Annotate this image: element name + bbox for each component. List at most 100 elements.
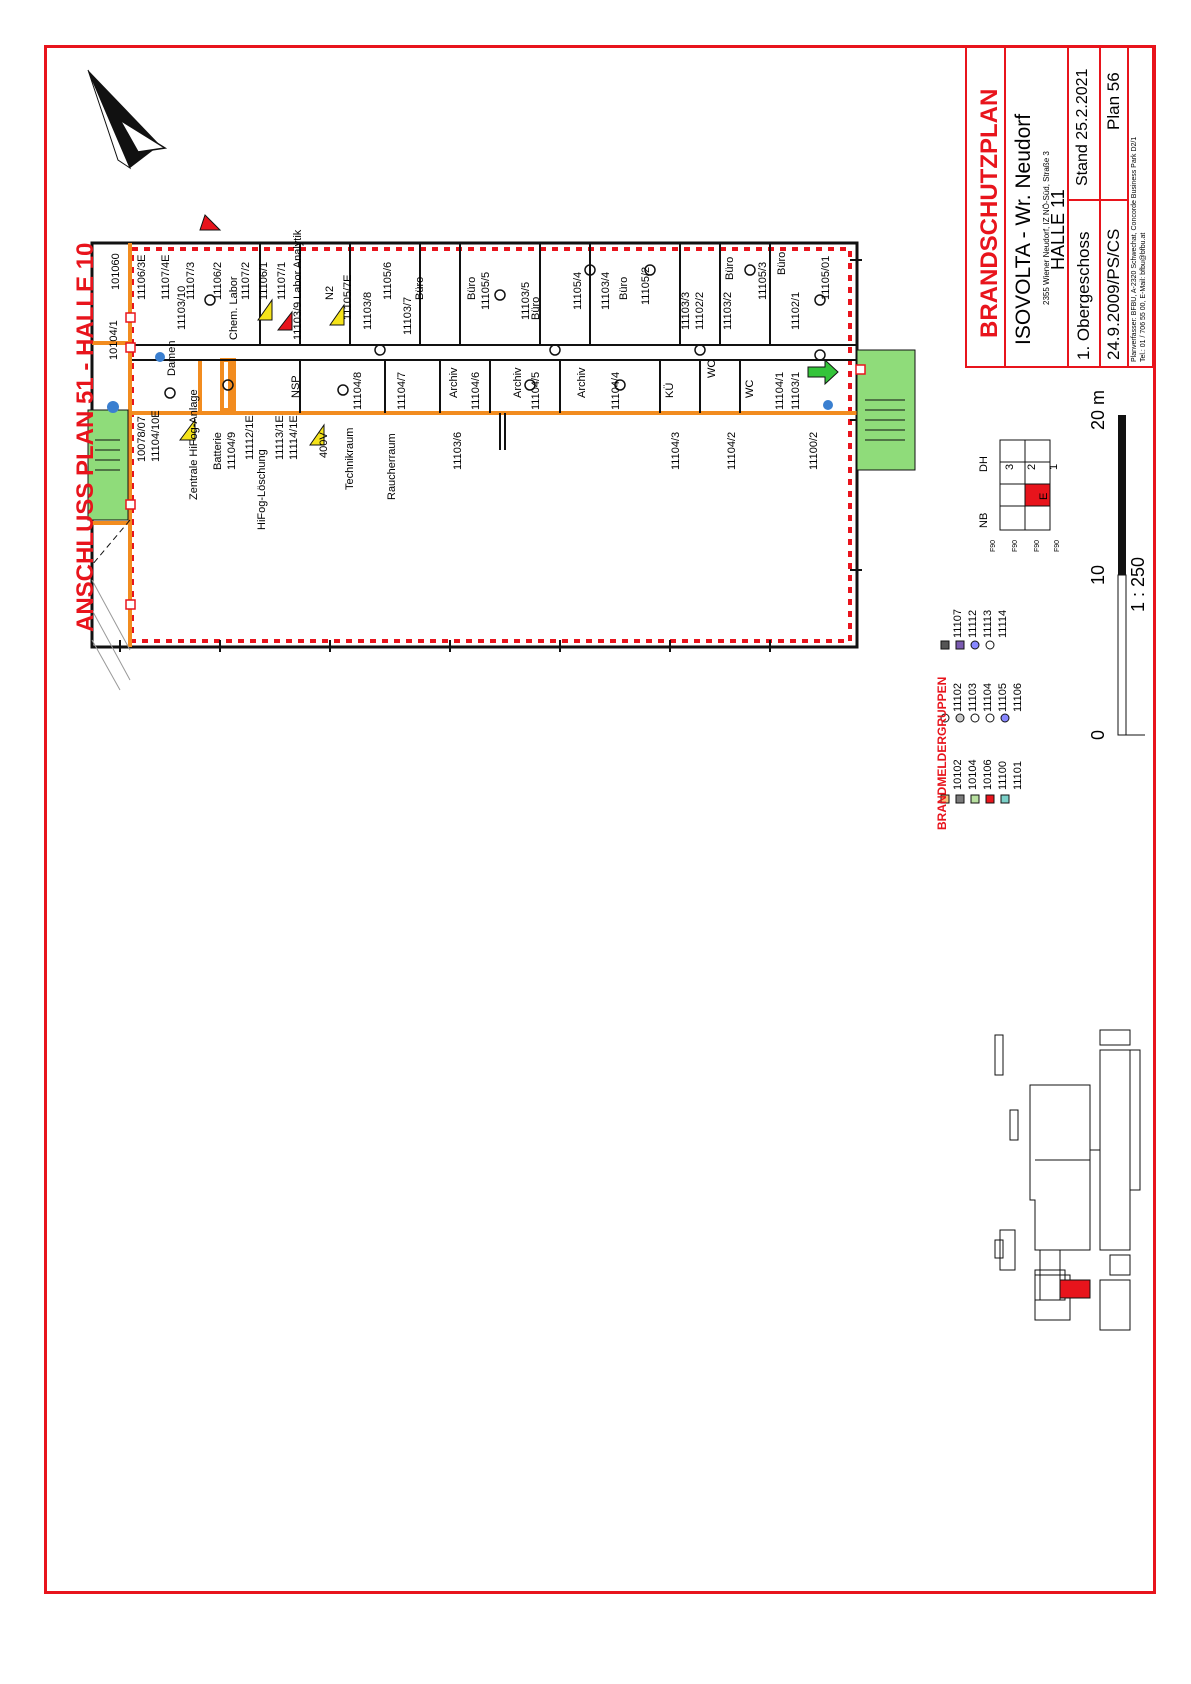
room-label: 11105/3: [757, 261, 769, 300]
brandmelder-title: BRANDMELDERGRUPPEN: [935, 676, 949, 830]
room-label: Archiv: [576, 367, 588, 398]
room-label: 11107/1: [276, 261, 288, 300]
brandmelder-item: 11112: [967, 609, 979, 638]
room-label: 11103/9 Labor Analytik: [292, 229, 304, 340]
brandmelder-item: 10104: [967, 759, 979, 790]
detector-blue-icon: [107, 352, 833, 413]
plan-date-ref: 24.9.2009/PS/CS: [1104, 228, 1123, 360]
smoke-detector-icon: [164, 264, 826, 399]
room-label: Zentrale HiFog-Anlage: [188, 389, 200, 500]
brandmelder-item: 10102: [952, 759, 964, 790]
room-label: Batterie: [212, 432, 224, 470]
brandmelder-item: 11103: [967, 683, 979, 712]
room-label: 400V: [318, 432, 330, 458]
scale-tick-10: 10: [1088, 564, 1108, 585]
room-label: 10078/07: [136, 416, 148, 462]
room-label: 11104/5: [530, 371, 542, 410]
room-label: 11107/3: [185, 261, 197, 300]
room-label: 11104/10E: [150, 410, 162, 462]
brandmelder-item: 11105: [997, 683, 1009, 712]
stair-icon: [87, 349, 916, 521]
room-label: Büro: [776, 251, 788, 275]
room-label: 10104/1: [108, 320, 120, 360]
plan-type-title: BRANDSCHUTZPLAN: [976, 88, 1003, 338]
room-label: Damen: [166, 340, 178, 376]
room-label: 11106/1: [258, 261, 270, 300]
floor-legend-dh-3: 3: [1004, 463, 1016, 470]
floor-legend-f90-1: F90: [990, 539, 997, 552]
floor-legend-dh-2: 2: [1026, 463, 1038, 470]
title-block-frame: [965, 46, 1154, 368]
room-label: Büro: [530, 296, 542, 320]
scale-tick-0: 0: [1088, 729, 1108, 740]
room-label: Büro: [618, 276, 630, 300]
room-label: Raucherraum: [386, 433, 398, 500]
room-label: 11100/2: [808, 431, 820, 470]
stand-date: Stand 25.2.2021: [1074, 68, 1091, 186]
room-label: Archiv: [448, 367, 460, 398]
brandmelder-item: 10106: [982, 759, 994, 790]
brandmelder-item: 11107: [952, 609, 964, 638]
north-arrow-icon: [87, 69, 168, 170]
room-label: Archiv: [512, 367, 524, 398]
room-label: N2: [324, 285, 336, 300]
plan-number: Plan 56: [1104, 72, 1123, 130]
floor-name: 1. Obergeschoss: [1074, 231, 1093, 360]
room-label: 11103/2: [722, 291, 734, 330]
exit-arrow-icon: [807, 358, 839, 386]
room-label: 11104/1: [774, 371, 786, 410]
floor-legend: [999, 439, 1051, 531]
brandmelder-item: 11101: [1012, 761, 1024, 790]
building-outline: [90, 241, 862, 691]
planverfasser-line-2: Tel.: 01 / 706 55 00, E-Mail: bfbu@bfbu.…: [1140, 232, 1147, 362]
site-overview-map: [994, 1029, 1141, 1331]
room-label: 11105/6: [382, 261, 394, 300]
room-label: 11103/7: [402, 296, 414, 335]
room-label: Chem. Labor: [228, 276, 240, 340]
room-label: 11104/7: [396, 371, 408, 410]
room-label: 11106/2: [212, 261, 224, 300]
room-label: 11112/1E: [244, 415, 256, 460]
room-label: 11107/4E: [160, 254, 172, 300]
brandmelder-item: 11104: [982, 683, 994, 712]
room-label: HiFog-Löschung: [256, 449, 268, 530]
room-label: 11113/1E: [274, 415, 286, 460]
room-label: 11102/2: [694, 291, 706, 330]
brandmelder-item: 11114: [997, 609, 1009, 638]
room-label: 11104/9: [226, 431, 238, 470]
scale-tick-20: 20 m: [1088, 389, 1108, 430]
room-label: 11103/1: [790, 371, 802, 410]
room-label: 11102/1: [790, 291, 802, 330]
company-name: ISOVOLTA - Wr. Neudorf: [1012, 113, 1035, 345]
room-label: Büro: [466, 276, 478, 300]
room-label: WC: [744, 379, 756, 398]
anschluss-heading: ANSCHLUSS PLAN 51 - HALLE 10: [72, 242, 99, 632]
floor-legend-f90-2: F90: [1012, 539, 1019, 552]
brandmelder-legend-icons: [940, 640, 1010, 804]
room-label: 11103/3: [680, 291, 692, 330]
room-label: 11104/8: [352, 371, 364, 410]
room-label: NSP: [290, 375, 302, 398]
room-label: 11114/1E: [288, 415, 300, 460]
floor-legend-nb: NB: [978, 512, 990, 528]
room-label: WC: [706, 359, 718, 378]
room-label: Technikraum: [344, 427, 356, 490]
scale-bar: [1117, 415, 1145, 736]
page-frame: [44, 45, 1156, 1594]
room-label: KÜ: [664, 382, 676, 398]
room-label: Büro: [414, 276, 426, 300]
floor-legend-dh: DH: [978, 456, 990, 472]
room-label: 11105/2: [640, 266, 652, 305]
room-label: 11105/5: [480, 271, 492, 310]
room-label: 11105/01: [820, 255, 832, 300]
room-label: 101060: [110, 253, 122, 290]
room-label: 11104/2: [726, 431, 738, 470]
room-label: 11105/4: [572, 271, 584, 310]
fire-alarm-button-icon: [125, 312, 866, 610]
room-label: 11104/4: [610, 371, 622, 410]
room-label: 11106/3E: [136, 254, 148, 300]
floor-legend-dh-1: 1: [1048, 463, 1060, 470]
room-label: 11104/3: [670, 431, 682, 470]
scale-ratio: 1 : 250: [1128, 556, 1148, 612]
